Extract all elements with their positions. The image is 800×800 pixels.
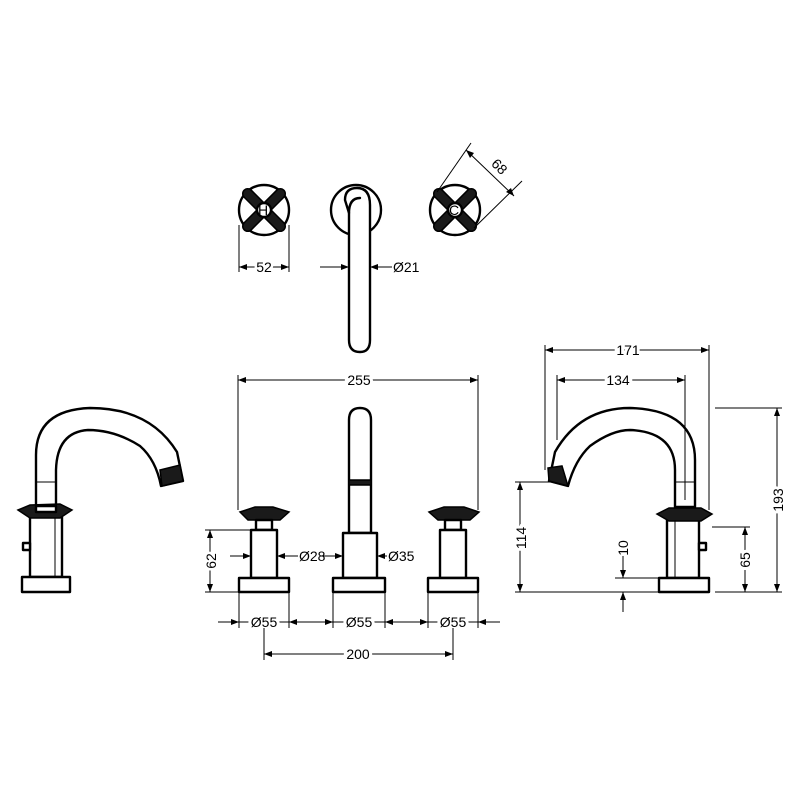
- dimension-label-diameter-35: Ø35: [388, 548, 415, 564]
- dimension-62: 62: [201, 529, 251, 593]
- dimension-10: 10: [615, 540, 659, 612]
- plan-view-group: H C 52: [237, 142, 523, 354]
- cross-handle-left-plan: H: [237, 183, 291, 237]
- dimension-134: 134: [556, 369, 686, 500]
- dimension-diameter-35: Ø35: [320, 548, 415, 564]
- dimension-diameter-21: Ø21: [320, 259, 420, 275]
- dimension-label-134: 134: [606, 372, 630, 388]
- dimension-label-base-middle: Ø55: [346, 614, 373, 630]
- dimension-diameter-28: Ø28: [230, 548, 326, 564]
- spout-front: [331, 406, 387, 594]
- dimension-65: 65: [712, 526, 756, 592]
- dimension-label-65: 65: [737, 552, 753, 568]
- dimension-label-171: 171: [616, 342, 640, 358]
- front-view: 255 62 Ø28 Ø35: [201, 369, 500, 665]
- side-view-left: [16, 406, 185, 594]
- cross-handle-right-plan: C: [428, 183, 482, 237]
- dimension-label-base-right: Ø55: [440, 614, 467, 630]
- dimension-200: 200: [263, 628, 454, 665]
- valve-left-front: [237, 506, 291, 594]
- valve-right-front: [426, 506, 481, 594]
- side-view-right: 171 134 193 114: [510, 339, 789, 612]
- dimension-193: 193: [715, 407, 789, 593]
- dimension-label-base-left: Ø55: [251, 614, 278, 630]
- dimension-label-diameter-28: Ø28: [299, 548, 326, 564]
- dimension-label-10: 10: [615, 540, 631, 556]
- dimension-label-114: 114: [513, 527, 529, 550]
- dimension-label-62: 62: [203, 553, 219, 569]
- dimension-114: 114: [510, 481, 659, 593]
- dimension-label-52: 52: [256, 259, 272, 275]
- dimension-52: 52: [238, 225, 290, 278]
- dimension-255: 255: [237, 369, 479, 510]
- dimension-label-193: 193: [770, 488, 786, 512]
- dimension-label-diameter-21: Ø21: [393, 259, 420, 275]
- dimension-base-diameters: Ø55 Ø55 Ø55: [218, 592, 500, 633]
- svg-text:H: H: [258, 202, 268, 218]
- spout-plan: [329, 183, 383, 354]
- svg-text:C: C: [449, 202, 459, 218]
- dimension-label-255: 255: [347, 372, 371, 388]
- dimension-171: 171: [544, 339, 710, 510]
- dimension-68: 68: [436, 142, 523, 229]
- dimension-label-200: 200: [346, 646, 370, 662]
